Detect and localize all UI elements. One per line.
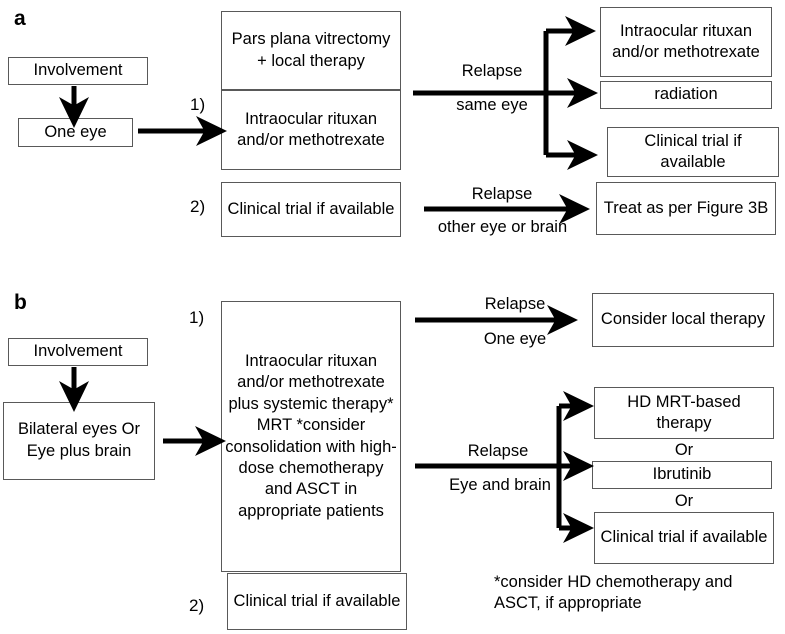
panel-b-outcome-box-clinical-trial: Clinical trial if available <box>594 512 774 564</box>
panel-b-arrow-relapse-eye-and-brain <box>415 391 594 543</box>
panel-b-relapse-eye-brain-label-bottom: Eye and brain <box>449 476 551 494</box>
panel-b-relapse-one-eye-label-bottom: One eye <box>483 330 547 348</box>
panel-a-option-2-number: 2) <box>190 197 206 216</box>
panel-label-a: a <box>14 7 26 30</box>
panel-b-footnote: *consider HD chemotherapy and ASCT, if a… <box>494 573 733 613</box>
panel-label-b: b <box>14 291 27 314</box>
panel-a-one-eye-box: One eye <box>18 118 133 147</box>
panel-a-relapse-other-label-top: Relapse <box>471 185 533 203</box>
panel-b-condition-box: Bilateral eyes Or Eye plus brain <box>3 402 155 480</box>
panel-a-involvement-box: Involvement <box>8 57 148 85</box>
panel-a-treatment-box-vitrectomy: Pars plana vitrectomy + local therapy <box>221 11 401 90</box>
panel-a-outcome-box-clinical-trial: Clinical trial if available <box>607 127 779 177</box>
panel-a-outcome-box-figure-3b: Treat as per Figure 3B <box>596 182 776 235</box>
panel-a-outcome-box-rituxan: Intraocular rituxan and/or methotrexate <box>600 7 772 77</box>
panel-a-outcome-box-radiation: radiation <box>600 81 772 109</box>
panel-a-treatment-box-clinical-trial: Clinical trial if available <box>221 182 401 237</box>
panel-b-or-connector-1: Or <box>674 441 694 459</box>
panel-a-treatment-box-rituxan: Intraocular rituxan and/or methotrexate <box>221 90 401 170</box>
panel-b-treatment-box-clinical-trial: Clinical trial if available <box>227 573 407 630</box>
panel-b-outcome-box-local-therapy: Consider local therapy <box>592 293 774 347</box>
panel-a-option-1-number: 1) <box>190 95 206 114</box>
panel-b-outcome-box-ibrutinib: Ibrutinib <box>592 461 772 489</box>
panel-b-or-connector-2: Or <box>674 492 694 510</box>
panel-b-option-2-number: 2) <box>189 596 205 615</box>
panel-a-relapse-same-eye-label-top: Relapse <box>461 62 523 80</box>
panel-b-relapse-eye-brain-label-top: Relapse <box>467 442 529 460</box>
panel-a-arrow-relapse-same-eye <box>413 16 598 170</box>
panel-b-involvement-box: Involvement <box>8 338 148 366</box>
panel-b-outcome-box-hd-mrt: HD MRT-based therapy <box>594 387 774 439</box>
panel-b-option-1-number: 1) <box>189 308 205 327</box>
panel-a-relapse-other-label-bottom: other eye or brain <box>437 218 568 236</box>
panel-b-treatment-box-primary: Intraocular rituxan and/or methotrexate … <box>221 301 401 572</box>
panel-a-relapse-same-eye-label-bottom: same eye <box>456 96 528 114</box>
panel-b-relapse-one-eye-label-top: Relapse <box>484 295 546 313</box>
